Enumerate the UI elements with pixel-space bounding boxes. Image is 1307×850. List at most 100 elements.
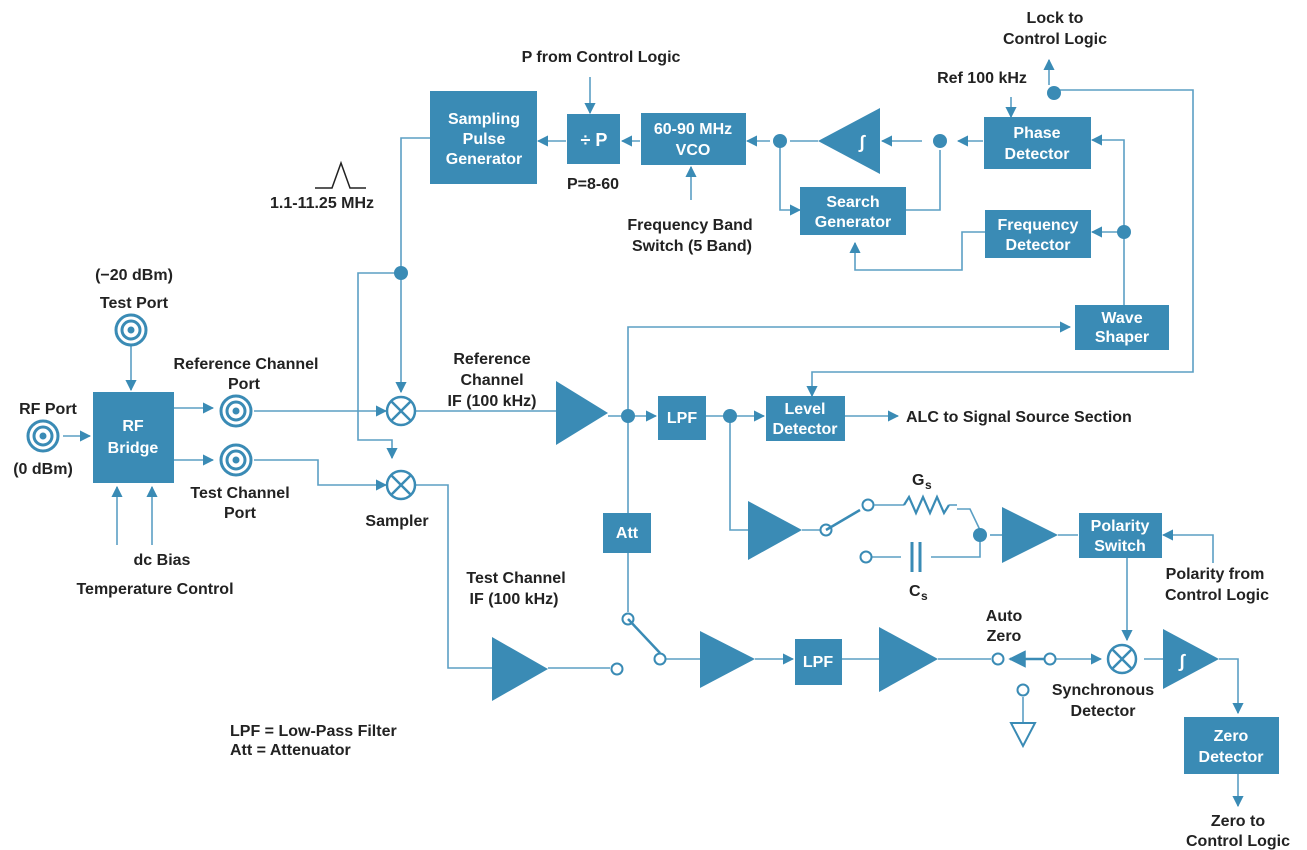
svg-text:C: C bbox=[909, 583, 921, 600]
frequency-band-switch-label: Frequency Band Switch (5 Band) bbox=[627, 217, 752, 255]
svg-text:Port: Port bbox=[224, 505, 257, 522]
test-channel-if-label: Test Channel IF (100 kHz) bbox=[466, 570, 565, 608]
rf-port-connector bbox=[26, 419, 60, 453]
output-integrator: ∫ bbox=[1163, 629, 1219, 689]
detector-amplifier-2 bbox=[1002, 507, 1058, 563]
svg-text:Detector: Detector bbox=[1006, 237, 1071, 254]
sampling-pulse-generator-block: Sampling Pulse Generator bbox=[430, 91, 537, 184]
test-channel-port-label: Test Channel Port bbox=[190, 485, 289, 522]
divide-by-p-block: ÷ P bbox=[567, 114, 620, 164]
svg-text:s: s bbox=[925, 478, 932, 492]
svg-text:Generator: Generator bbox=[446, 151, 522, 168]
phase-detector-block: Phase Detector bbox=[984, 117, 1091, 169]
svg-text:Shaper: Shaper bbox=[1095, 329, 1149, 346]
svg-text:Detector: Detector bbox=[1005, 146, 1070, 163]
legend: LPF = Low-Pass Filter Att = Attenuator bbox=[230, 723, 397, 759]
svg-text:Generator: Generator bbox=[815, 214, 891, 231]
polarity-switch-block: Polarity Switch bbox=[1079, 513, 1162, 558]
svg-text:Control Logic: Control Logic bbox=[1003, 31, 1107, 48]
svg-text:Lock to: Lock to bbox=[1027, 10, 1084, 27]
svg-text:Polarity from: Polarity from bbox=[1166, 566, 1265, 583]
svg-text:Test Channel: Test Channel bbox=[466, 570, 565, 587]
signal-wires bbox=[63, 58, 1244, 808]
svg-text:Level: Level bbox=[785, 401, 826, 418]
zero-detector-block: Zero Detector bbox=[1184, 717, 1279, 774]
p-range-label: P=8-60 bbox=[567, 176, 619, 193]
svg-text:LPF: LPF bbox=[667, 410, 697, 427]
rf-port-label: RF Port bbox=[19, 401, 77, 418]
svg-text:Reference: Reference bbox=[453, 351, 530, 368]
sampler-label: Sampler bbox=[365, 513, 428, 530]
svg-text:Zero: Zero bbox=[1214, 728, 1249, 745]
lpf-block-reference: LPF bbox=[658, 396, 706, 440]
auto-zero-label: Auto Zero bbox=[986, 608, 1023, 645]
svg-text:IF (100 kHz): IF (100 kHz) bbox=[470, 591, 559, 608]
svg-text:Switch: Switch bbox=[1094, 538, 1146, 555]
svg-text:Detector: Detector bbox=[1071, 703, 1136, 720]
test-port-label: Test Port bbox=[100, 295, 169, 312]
svg-text:Control Logic: Control Logic bbox=[1165, 587, 1269, 604]
legend-att: Att = Attenuator bbox=[230, 742, 351, 759]
wave-shaper-block: Wave Shaper bbox=[1075, 305, 1169, 350]
svg-text:IF (100 kHz): IF (100 kHz) bbox=[448, 393, 537, 410]
svg-text:Pulse: Pulse bbox=[463, 131, 506, 148]
svg-text:Sampling: Sampling bbox=[448, 111, 520, 128]
svg-text:Control Logic: Control Logic bbox=[1186, 833, 1290, 850]
rf-port-power-label: (0 dBm) bbox=[13, 461, 73, 478]
svg-text:∫: ∫ bbox=[859, 132, 867, 152]
lpf-block-test: LPF bbox=[795, 639, 842, 685]
level-detector-block: Level Detector bbox=[766, 396, 845, 441]
svg-text:∫: ∫ bbox=[1179, 651, 1187, 671]
pulse-waveform-icon bbox=[315, 160, 366, 189]
reference-channel-port-connector bbox=[219, 394, 253, 428]
test-sampler-mixer bbox=[385, 469, 417, 501]
svg-text:Zero: Zero bbox=[987, 628, 1022, 645]
svg-text:VCO: VCO bbox=[676, 142, 711, 159]
test-port-power-label: (−20 dBm) bbox=[95, 267, 173, 284]
p-from-control-logic-label: P from Control Logic bbox=[522, 49, 681, 66]
svg-text:Bridge: Bridge bbox=[108, 440, 159, 457]
frequency-detector-block: Frequency Detector bbox=[985, 210, 1091, 258]
reference-sampler-mixer bbox=[385, 395, 417, 427]
svg-text:LPF: LPF bbox=[803, 654, 833, 671]
detector-amplifier-1 bbox=[748, 501, 802, 560]
resistor-gs bbox=[874, 494, 957, 516]
svg-text:Channel: Channel bbox=[460, 372, 523, 389]
test-amplifier-2 bbox=[879, 627, 938, 692]
svg-text:s: s bbox=[921, 589, 928, 603]
gs-label: G s bbox=[912, 472, 932, 492]
reference-channel-port-label: Reference Channel Port bbox=[174, 356, 319, 393]
rf-bridge-block: RF Bridge bbox=[93, 392, 174, 483]
svg-text:Zero to: Zero to bbox=[1211, 813, 1265, 830]
svg-text:Frequency: Frequency bbox=[998, 217, 1079, 234]
legend-lpf: LPF = Low-Pass Filter bbox=[230, 723, 397, 740]
svg-text:Frequency Band: Frequency Band bbox=[627, 217, 752, 234]
dc-bias-label: dc Bias bbox=[134, 552, 191, 569]
test-port-connector bbox=[114, 313, 148, 347]
svg-text:Wave: Wave bbox=[1101, 310, 1142, 327]
capacitor-cs bbox=[910, 542, 922, 572]
junction-dots bbox=[394, 86, 1131, 542]
svg-text:Switch (5 Band): Switch (5 Band) bbox=[632, 238, 752, 255]
attenuator-switch bbox=[610, 612, 667, 676]
auto-zero-switch bbox=[991, 650, 1057, 697]
test-amplifier-1 bbox=[700, 631, 755, 688]
svg-text:Port: Port bbox=[228, 376, 261, 393]
gain-select-switch bbox=[819, 498, 875, 564]
temperature-control-label: Temperature Control bbox=[76, 581, 233, 598]
search-generator-block: Search Generator bbox=[800, 187, 906, 235]
reference-channel-if-label: Reference Channel IF (100 kHz) bbox=[448, 351, 537, 410]
svg-text:Auto: Auto bbox=[986, 608, 1023, 625]
zero-to-control-logic-label: Zero to Control Logic bbox=[1186, 813, 1290, 850]
svg-text:G: G bbox=[912, 472, 924, 489]
pll-integrator: ∫ bbox=[818, 108, 880, 174]
ground-symbol bbox=[1009, 722, 1037, 749]
svg-text:Test Channel: Test Channel bbox=[190, 485, 289, 502]
attenuator-block: Att bbox=[603, 513, 651, 553]
svg-text:RF: RF bbox=[122, 418, 144, 435]
cs-label: C s bbox=[909, 583, 928, 603]
svg-text:Phase: Phase bbox=[1013, 125, 1060, 142]
svg-text:Detector: Detector bbox=[1199, 749, 1264, 766]
synchronous-detector-label: Synchronous Detector bbox=[1052, 682, 1154, 720]
alc-output-label: ALC to Signal Source Section bbox=[906, 409, 1132, 426]
